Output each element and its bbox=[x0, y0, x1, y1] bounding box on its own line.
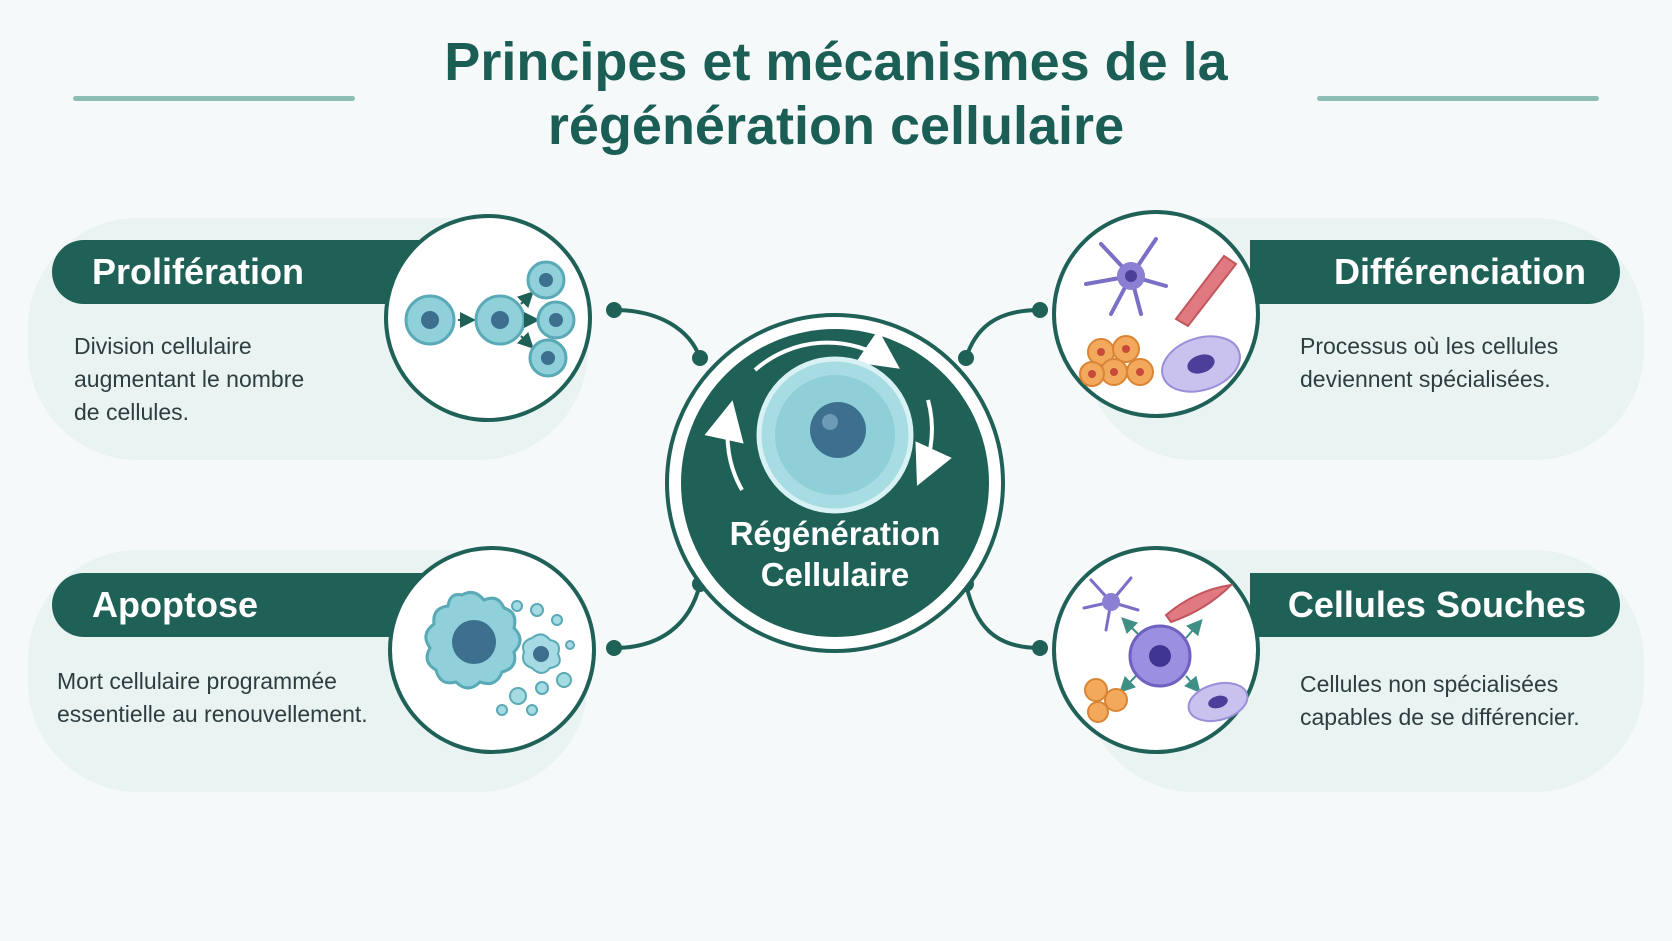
proliferation-desc: Division cellulaire augmentant le nombre… bbox=[74, 333, 305, 425]
apoptose-title: Apoptose bbox=[52, 573, 422, 637]
title-divider-left bbox=[73, 96, 355, 101]
specialized-cells-icon bbox=[1079, 237, 1241, 393]
proliferation-title: Prolifération bbox=[52, 240, 422, 304]
center-label: Régénération Cellulaire bbox=[681, 513, 989, 595]
stem-cell-icon bbox=[1082, 576, 1249, 723]
title-divider-right bbox=[1317, 96, 1599, 101]
cellules-souches-desc: Cellules non spécialisées capables de se… bbox=[1300, 671, 1580, 730]
cellules-souches-illustration bbox=[1052, 546, 1260, 754]
apoptose-illustration bbox=[388, 546, 596, 754]
cellules-souches-title: Cellules Souches bbox=[1250, 573, 1620, 637]
differenciation-title: Différenciation bbox=[1250, 240, 1620, 304]
center-label-line-2: Cellulaire bbox=[760, 556, 910, 593]
title-line-2: régénération cellulaire bbox=[547, 96, 1125, 156]
apoptotic-cell-icon bbox=[424, 590, 575, 716]
center-label-line-1: Régénération bbox=[729, 515, 941, 552]
differenciation-illustration bbox=[1052, 210, 1260, 418]
proliferation-illustration bbox=[384, 214, 592, 422]
title-line-1: Principes et mécanismes de la bbox=[444, 32, 1228, 92]
page-title: Principes et mécanismes de la régénérati… bbox=[0, 30, 1672, 158]
apoptose-desc: Mort cellulaire programmée essentielle a… bbox=[57, 668, 368, 727]
dividing-cells-icon bbox=[404, 260, 576, 378]
differenciation-desc: Processus où les cellules deviennent spé… bbox=[1300, 333, 1559, 392]
